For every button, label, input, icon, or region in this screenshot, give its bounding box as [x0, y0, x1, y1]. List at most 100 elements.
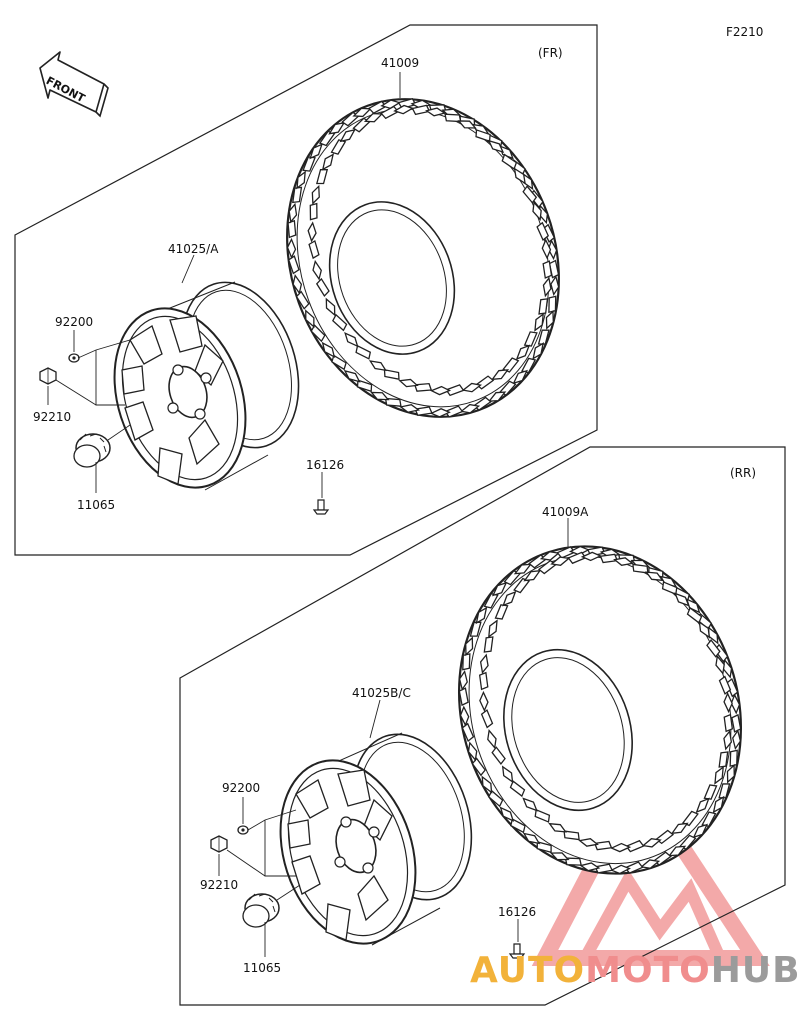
watermark-moto: MOTO — [585, 950, 711, 991]
tread-lug — [308, 239, 320, 260]
tread-lug — [515, 344, 531, 361]
tread-lug — [494, 604, 509, 620]
tread-lug — [483, 592, 499, 609]
tread-lug — [523, 331, 538, 347]
tread-lug — [471, 757, 487, 777]
tread-lug — [522, 797, 538, 812]
tread-lug — [718, 783, 731, 799]
tread-lug — [292, 186, 303, 204]
front-arrow-icon — [39, 51, 109, 118]
tread-lug — [311, 184, 320, 205]
front-section-tag: (FR) — [538, 46, 563, 60]
rear-wheel — [279, 732, 473, 946]
tread-lug — [344, 331, 359, 348]
tread-lug — [481, 775, 493, 794]
tread-lug — [429, 385, 452, 396]
tread-lug — [457, 120, 477, 129]
tread-lug — [549, 852, 570, 861]
tread-lug — [548, 295, 557, 314]
tread-lug — [578, 838, 599, 847]
tread-lug — [726, 763, 735, 784]
tread-lug — [425, 107, 447, 117]
rear-hub-cap-icon — [242, 893, 280, 928]
tread-lug — [538, 298, 549, 315]
rear-nut-label: 92210 — [200, 878, 239, 892]
tread-lug — [479, 653, 489, 675]
rear-washer-icon — [237, 825, 249, 835]
front-nut-label: 92210 — [33, 410, 72, 424]
tread-lug — [714, 765, 724, 785]
tread-lug — [462, 653, 471, 671]
tread-lug — [316, 168, 329, 185]
watermark-hub: HUB — [710, 950, 800, 991]
tread-lug — [532, 342, 545, 360]
front-tire-label: 41009 — [381, 56, 420, 70]
rear-leader-lines — [218, 518, 569, 957]
tread-lug — [480, 709, 494, 729]
front-wheel — [113, 281, 300, 491]
tread-lug — [287, 219, 297, 239]
front-leader-lines — [47, 72, 401, 498]
tread-lug — [729, 749, 738, 767]
tread-lug — [532, 201, 542, 221]
tread-lug — [312, 259, 322, 281]
tread-lug — [465, 636, 474, 657]
tread-lug — [295, 290, 310, 310]
tread-lug — [613, 557, 634, 566]
tread-lug — [475, 606, 488, 625]
tread-lug — [487, 139, 505, 154]
tread-lug — [398, 378, 419, 388]
tread-lug — [325, 297, 336, 317]
tread-lug — [469, 621, 482, 637]
tread-lug — [730, 693, 741, 715]
tread-lug — [695, 797, 710, 814]
tread-lug — [537, 329, 550, 345]
tread-lug — [339, 128, 356, 143]
rear-nut-icon — [210, 835, 228, 853]
front-cap-label: 11065 — [77, 498, 116, 512]
tread-lug — [288, 202, 298, 224]
rear-panel-border — [179, 446, 786, 1006]
tread-lug — [318, 130, 336, 147]
tread-lug — [370, 391, 390, 401]
tread-lug — [522, 832, 541, 845]
figure-code: F2210 — [726, 25, 764, 39]
tread-lug — [458, 687, 469, 707]
tread-lug — [479, 690, 489, 712]
tread-lug — [541, 238, 552, 260]
tread-lug — [499, 806, 515, 822]
front-panel-border — [14, 24, 598, 556]
tread-lug — [723, 713, 734, 733]
tread-lug — [645, 571, 664, 582]
front-wheel-label: 41025/A — [168, 242, 219, 256]
tread-lug — [321, 341, 336, 359]
tread-lug — [502, 590, 517, 607]
tread-lug — [399, 404, 421, 413]
tread-lug — [310, 324, 326, 343]
rear-valve-icon — [508, 943, 526, 959]
rear-tire — [457, 545, 743, 875]
tread-lug — [302, 156, 316, 172]
rear-section-tag: (RR) — [730, 466, 757, 480]
front-nut-icon — [39, 367, 57, 385]
tread-lug — [513, 577, 531, 594]
tread-lug — [542, 260, 553, 279]
tread-lug — [332, 313, 348, 332]
front-tire — [286, 98, 560, 418]
tread-lug — [483, 636, 494, 653]
tread-lug — [698, 620, 711, 639]
rear-wheel-label: 41025B/C — [352, 686, 411, 700]
tread-lug — [292, 273, 303, 295]
tread-lug — [731, 713, 742, 733]
tread-lug — [548, 822, 567, 833]
tread-lug — [315, 277, 330, 297]
rear-tire-label: 41009A — [542, 505, 589, 519]
tread-lug — [458, 669, 468, 691]
tread-lug — [536, 221, 550, 242]
front-washer-icon — [68, 353, 80, 363]
front-hub-cap-icon — [73, 433, 111, 468]
tread-lug — [461, 722, 475, 742]
tread-lug — [681, 810, 699, 827]
tread-lug — [487, 729, 497, 750]
